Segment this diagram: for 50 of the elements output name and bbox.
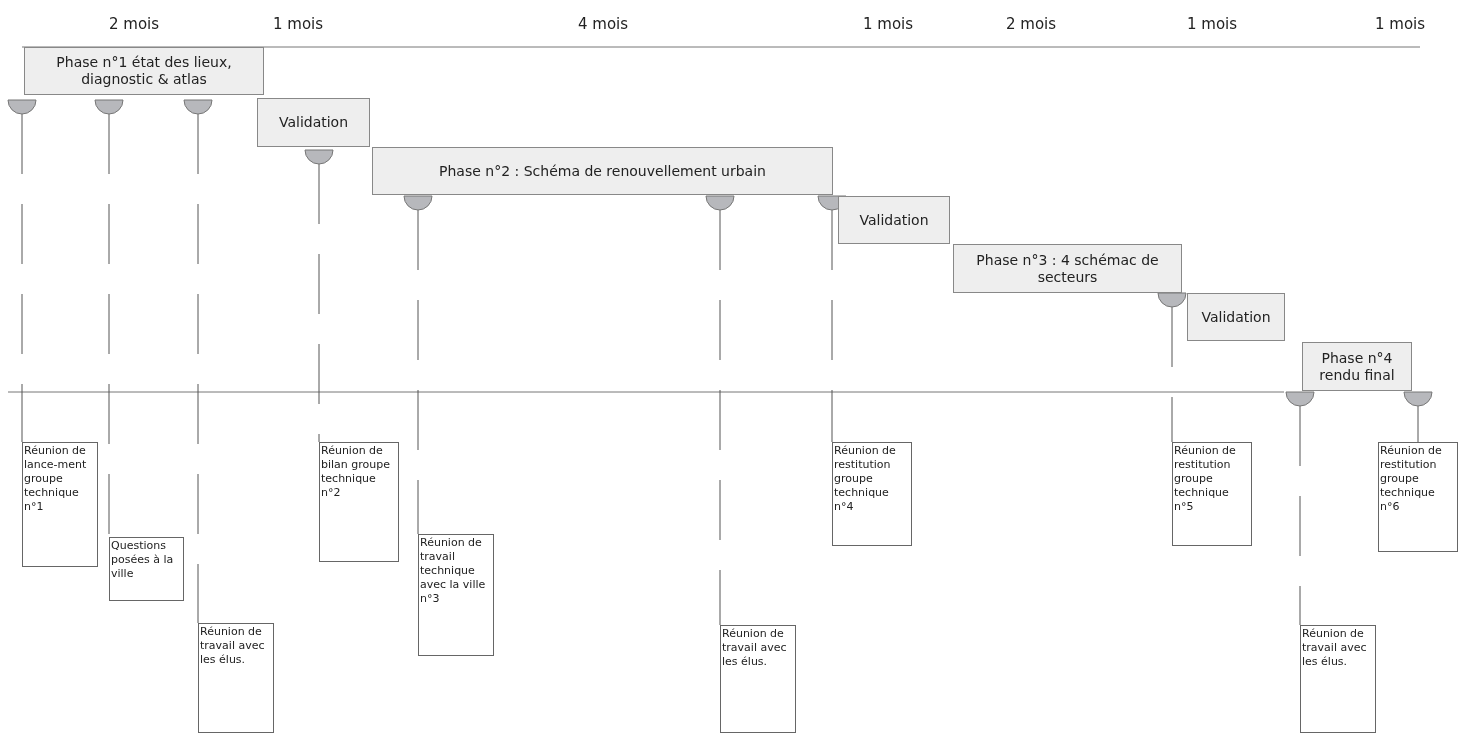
phase-label: Phase n°4 rendu final: [1318, 349, 1396, 384]
dashed-connector: [719, 209, 721, 626]
dashed-connector: [831, 209, 833, 443]
phase-box: [1187, 293, 1285, 341]
dashed-connector: [1171, 306, 1173, 443]
meeting-label: Réunion de travail avec les élus.: [1302, 627, 1367, 668]
phase-label: Validation: [859, 211, 929, 229]
phase-label: Phase n°1 état des lieux, diagnostic & atlas: [55, 54, 233, 88]
meeting-label: Réunion de lance-ment groupe technique n°1: [24, 444, 87, 513]
meeting-box: [720, 625, 796, 733]
meeting-label: Questions posées à la ville: [111, 539, 174, 580]
meeting-label: Réunion de travail technique avec la ville n°3: [420, 536, 486, 605]
meeting-box: [1378, 442, 1458, 552]
meeting-box: [1300, 625, 1376, 733]
dashed-connector: [1299, 405, 1301, 626]
duration-label: 2 mois: [1005, 15, 1057, 33]
phase-box: [24, 47, 264, 95]
duration-label: 1 mois: [1374, 15, 1426, 33]
phase-label: Validation: [278, 114, 349, 131]
meeting-box: [1172, 442, 1252, 546]
meeting-label: Réunion de restitution groupe technique n°5: [1174, 444, 1236, 513]
duration-label: 1 mois: [862, 15, 914, 33]
phase-box: [1302, 342, 1412, 391]
phase-box: [953, 244, 1182, 293]
phase-box: [372, 147, 833, 195]
duration-label: 4 mois: [577, 15, 629, 33]
dashed-connector: [21, 113, 23, 443]
phase-label: Phase n°2 : Schéma de renouvellement urbain: [439, 162, 766, 180]
meeting-box: [109, 537, 184, 601]
meeting-label: Réunion de restitution groupe technique n°4: [834, 444, 896, 513]
duration-label: 1 mois: [272, 15, 324, 33]
dashed-connector: [1417, 405, 1419, 443]
meeting-box: [418, 534, 494, 656]
phase-label: Phase n°3 : 4 schémac de secteurs: [975, 251, 1160, 286]
meeting-label: Réunion de travail avec les élus.: [200, 625, 265, 666]
dashed-connector: [197, 113, 199, 624]
meeting-label: Réunion de travail avec les élus.: [722, 627, 787, 668]
meeting-box: [22, 442, 98, 567]
meeting-box: [198, 623, 274, 733]
duration-label: 2 mois: [108, 15, 160, 33]
meeting-label: Réunion de restitution groupe technique n°6: [1380, 444, 1442, 513]
phase-box: [838, 196, 950, 244]
dashed-connector: [318, 163, 320, 443]
dashed-connector: [417, 209, 419, 535]
duration-label: 1 mois: [1186, 15, 1238, 33]
meeting-box: [319, 442, 399, 562]
phase-box: [257, 98, 370, 147]
phase-label: Validation: [1201, 308, 1271, 326]
meeting-box: [832, 442, 912, 546]
meeting-label: Réunion de bilan groupe technique n°2: [321, 444, 391, 499]
